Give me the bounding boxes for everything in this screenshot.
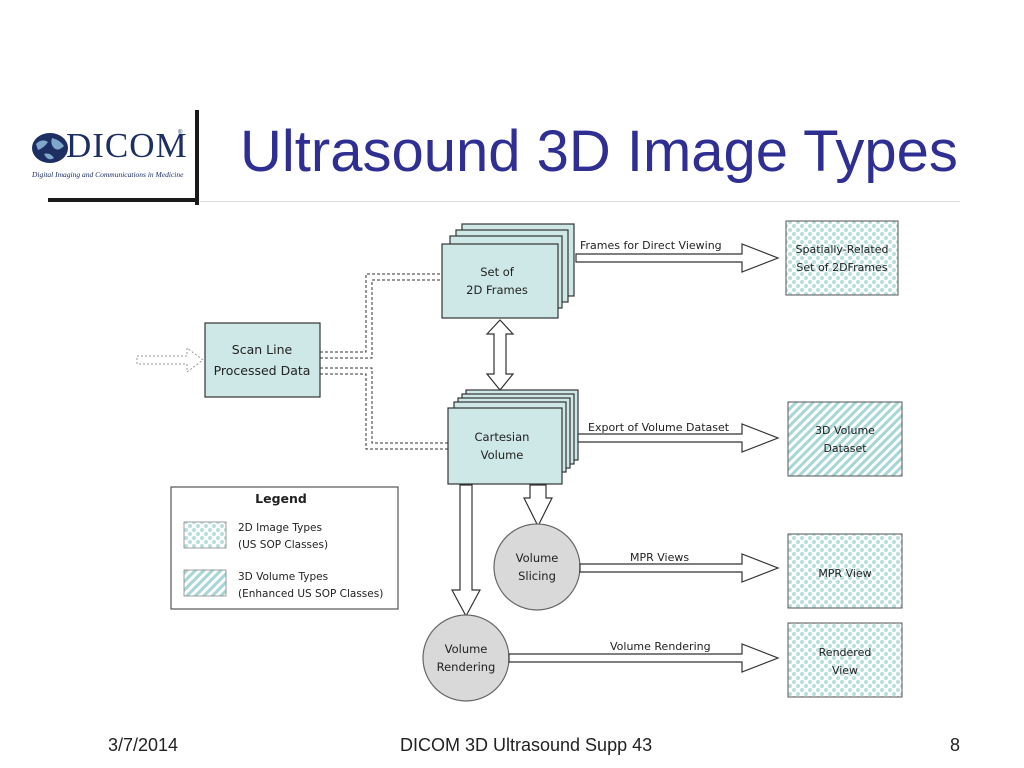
volume-slicing-label-2: Slicing	[518, 569, 556, 583]
legend-item1-line1: 2D Image Types	[238, 522, 322, 534]
output-mpr-view: MPR View	[787, 533, 903, 609]
set-2d-frames-stack: Set of 2D Frames	[441, 223, 575, 319]
arrow-to-rendering	[450, 484, 482, 618]
output-3d-volume-dataset: 3D Volume Dataset	[787, 401, 903, 477]
legend-item2-line2: (Enhanced US SOP Classes)	[238, 588, 383, 600]
arrow-to-slicing	[523, 484, 553, 528]
arrow-mpr-views: MPR Views	[579, 551, 780, 583]
output-rendered-label-1: Rendered	[819, 646, 872, 659]
volume-slicing-label-1: Volume	[516, 551, 559, 565]
cartesian-label-2: Volume	[481, 448, 524, 462]
input-arrow	[136, 347, 204, 373]
legend-swatch-3d	[183, 569, 227, 597]
globe-icon	[32, 133, 68, 163]
output-spatial-label-1: Spatially-Related	[796, 243, 889, 256]
output-mpr-label: MPR View	[818, 567, 871, 580]
arrow-frames-direct: Frames for Direct Viewing	[575, 239, 780, 273]
volume-slicing-node: Volume Slicing	[493, 523, 581, 611]
output-rendered-view: Rendered View	[787, 622, 903, 698]
output-volume-label-2: Dataset	[823, 442, 867, 455]
legend-title: Legend	[255, 491, 307, 506]
volume-rendering-node: Volume Rendering	[422, 614, 510, 702]
legend: Legend 2D Image Types (US SOP Classes) 3…	[170, 486, 399, 610]
arrow-mpr-views-label: MPR Views	[630, 551, 689, 564]
output-spatial-frames: Spatially-Related Set of 2DFrames	[785, 220, 899, 296]
footer-page-number: 8	[950, 735, 961, 755]
dicom-logo: DICOM ® Digital Imaging and Communicatio…	[28, 126, 188, 186]
footer-title: DICOM 3D Ultrasound Supp 43	[400, 735, 653, 755]
footer-date: 3/7/2014	[108, 735, 179, 755]
cartesian-label-1: Cartesian	[475, 430, 530, 444]
logo-trademark: ®	[178, 130, 183, 136]
scan-line-label-2: Processed Data	[214, 363, 311, 378]
title-divider	[195, 110, 199, 205]
output-volume-label-1: 3D Volume	[815, 424, 875, 437]
output-rendered-label-2: View	[832, 664, 858, 677]
scan-line-label-1: Scan Line	[232, 342, 293, 357]
legend-swatch-2d	[183, 521, 227, 549]
title-rule	[200, 201, 960, 202]
arrow-export-volume: Export of Volume Dataset	[577, 421, 780, 453]
set-frames-label-1: Set of	[480, 265, 515, 279]
arrow-volume-rendering: Volume Rendering	[508, 640, 780, 673]
volume-rendering-label-1: Volume	[445, 642, 488, 656]
legend-item1-line2: (US SOP Classes)	[238, 539, 328, 551]
dashed-connectors	[320, 273, 448, 450]
legend-item2-line1: 3D Volume Types	[238, 571, 328, 583]
scan-line-box: Scan Line Processed Data	[204, 322, 321, 398]
logo-wordmark: DICOM	[66, 126, 188, 165]
volume-rendering-label-2: Rendering	[437, 660, 496, 674]
slide-title: Ultrasound 3D Image Types	[240, 119, 958, 184]
output-spatial-label-2: Set of 2DFrames	[796, 261, 887, 274]
title-underline	[48, 198, 198, 202]
set-frames-label-2: 2D Frames	[466, 283, 528, 297]
bidirectional-arrow	[485, 319, 515, 391]
arrow-export-volume-label: Export of Volume Dataset	[588, 421, 730, 434]
arrow-frames-direct-label: Frames for Direct Viewing	[580, 239, 722, 252]
arrow-volume-rendering-label: Volume Rendering	[610, 640, 711, 653]
logo-tagline: Digital Imaging and Communications in Me…	[32, 170, 184, 179]
cartesian-volume-stack: Cartesian Volume	[447, 389, 579, 485]
